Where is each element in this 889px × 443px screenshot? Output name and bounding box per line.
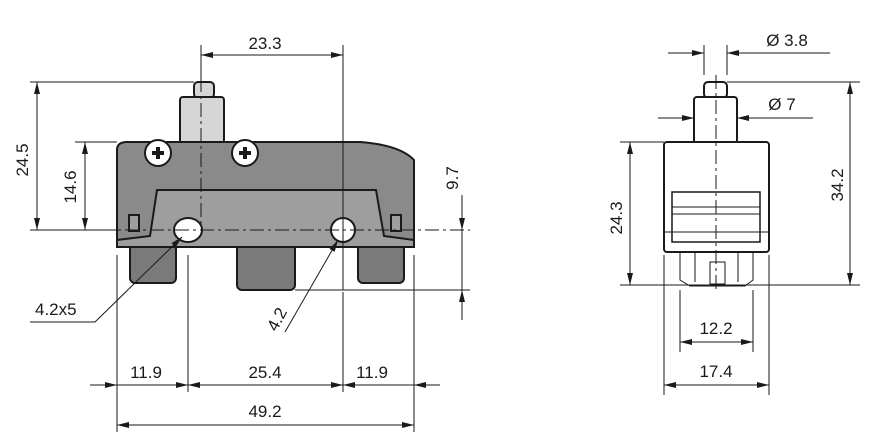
dim-overall-height-front: 24.5	[13, 143, 32, 176]
dim-lower-height: 9.7	[443, 166, 462, 190]
screw-left	[144, 139, 172, 167]
plunger	[179, 96, 225, 144]
dim-plunger-offset: 23.3	[248, 34, 281, 53]
plunger-tip	[193, 81, 215, 99]
dim-overall-width: 17.4	[699, 362, 732, 381]
dim-right-edge: 11.9	[356, 363, 388, 382]
foot-right	[357, 243, 405, 284]
dim-left-edge: 11.9	[130, 363, 162, 382]
dim-overall-height-side: 34.2	[828, 168, 847, 201]
front-view: 23.3 24.5 14.6 9.7 4.2x5 4.2 11.9 25.4 1…	[13, 34, 470, 432]
switch-body-front	[116, 81, 415, 291]
foot-center	[236, 243, 296, 291]
label-right-mount-hole: 4.2	[263, 305, 291, 335]
dim-plunger-tip-diameter: Ø 3.8	[766, 31, 808, 50]
slot-left	[128, 214, 140, 232]
slot-right	[390, 214, 402, 232]
dim-body-height-side: 24.3	[607, 201, 626, 234]
dim-inner-width: 12.2	[699, 319, 732, 338]
label-left-mount-hole: 4.2x5	[35, 300, 77, 319]
dim-body-height-front: 14.6	[61, 170, 80, 203]
dim-hole-spacing: 25.4	[248, 363, 281, 382]
housing-panel	[116, 189, 415, 248]
screw-right	[231, 139, 259, 167]
terminals-side	[679, 252, 754, 287]
side-view: Ø 3.8 Ø 7 34.2 24.3 12.2 17.4	[607, 31, 860, 395]
dim-overall-length: 49.2	[248, 402, 281, 421]
dim-plunger-diameter: Ø 7	[768, 95, 795, 114]
